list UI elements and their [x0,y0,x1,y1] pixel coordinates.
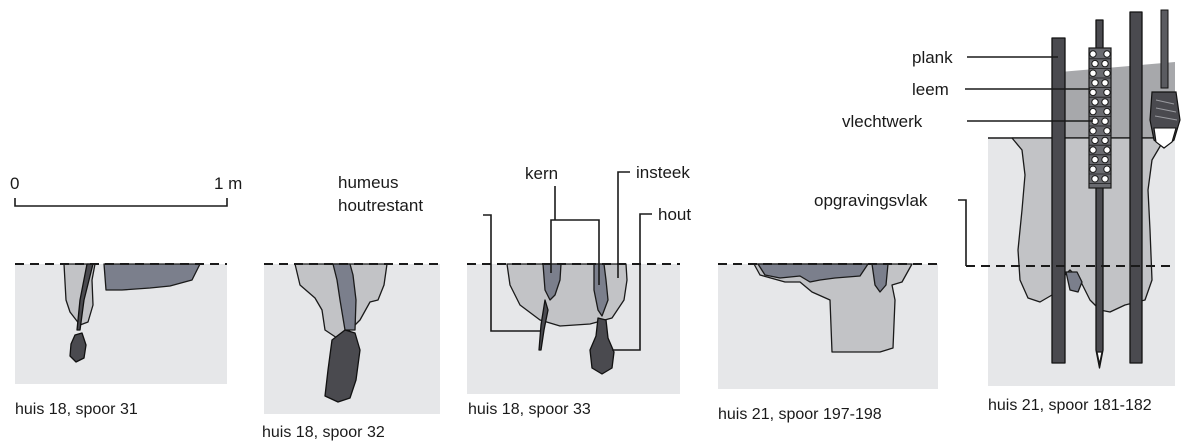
leader-humeus [483,214,540,332]
wood-remnant [589,317,615,375]
wood-remnant [324,329,361,403]
wattle-rod [1089,107,1097,116]
wattle-rod [1103,127,1111,135]
wattle-rod [1091,98,1099,106]
scale-bar: 0 1 m [10,174,242,207]
wattle-rod [1089,69,1097,77]
leader-insteek [617,171,630,278]
plank-post-left [1051,37,1066,364]
wattle-rod [1103,50,1111,58]
wattle-rod [1091,175,1099,183]
wattle-rod [1089,50,1097,58]
profile-spoor-197-198: huis 21, spoor 197-198 [718,263,938,423]
caption: huis 18, spoor 33 [468,401,591,418]
core-fill [1065,271,1083,293]
core-fill [332,263,357,331]
leader-opgravingsvlak [958,199,967,266]
label-insteek: insteek [636,163,690,182]
wattle-rod [1101,98,1109,106]
wattle-rod [1091,136,1099,145]
core-right [593,263,609,317]
wattle-rod [1089,88,1097,97]
pit-fill [753,263,913,353]
wattle-rod [1101,79,1109,87]
spade-icon [1149,9,1181,149]
wattle-weave [1088,47,1112,189]
label-kern: kern [525,164,558,183]
caption: huis 21, spoor 181-182 [988,397,1152,414]
wattle-rod [1101,175,1109,183]
label-vlechtwerk: vlechtwerk [842,112,923,131]
label-humeus: humeus [338,173,398,192]
wattle-rod [1089,127,1097,135]
leader-hout [612,213,652,351]
wattle-rod [1091,59,1099,68]
profile-spoor-31: huis 18, spoor 31 [15,263,227,418]
label-leem: leem [912,80,949,99]
label-houtrestant: houtrestant [338,196,423,215]
label-hout: hout [658,205,691,224]
caption: huis 18, spoor 31 [15,401,138,418]
profile-spoor-32: huis 18, spoor 32 humeus houtrestant [262,173,440,441]
wattle-rod [1101,59,1109,68]
label-plank: plank [912,48,953,67]
core-fill [103,263,201,291]
wood-remnant [69,332,87,363]
wattle-rod [1101,136,1109,145]
wattle-rod [1103,88,1111,97]
wattle-rod [1101,155,1109,164]
caption: huis 21, spoor 197-198 [718,406,882,423]
core-fill [757,263,869,283]
plank-post-right [1129,11,1143,364]
wattle-rod [1101,117,1109,125]
label-opgravingsvlak: opgravingsvlak [814,191,928,210]
scale-end-label: 1 m [214,174,242,193]
wattle-rod [1103,69,1111,77]
wattle-rod [1091,155,1099,164]
wattle-rod [1103,165,1111,173]
wattle-rod [1103,107,1111,116]
caption: huis 18, spoor 32 [262,424,385,441]
scale-start-label: 0 [10,174,19,193]
wattle-rod [1089,146,1097,154]
profile-spoor-33: huis 18, spoor 33 kern insteek hout [467,163,691,418]
wattle-rod [1091,79,1099,87]
profile-spoor-181-182: plank leem vlechtwerk opgravingsvlak hui… [814,9,1181,414]
wood-stake-left [538,299,549,351]
wattle-rod [1103,146,1111,154]
wattle-rod [1089,165,1097,173]
